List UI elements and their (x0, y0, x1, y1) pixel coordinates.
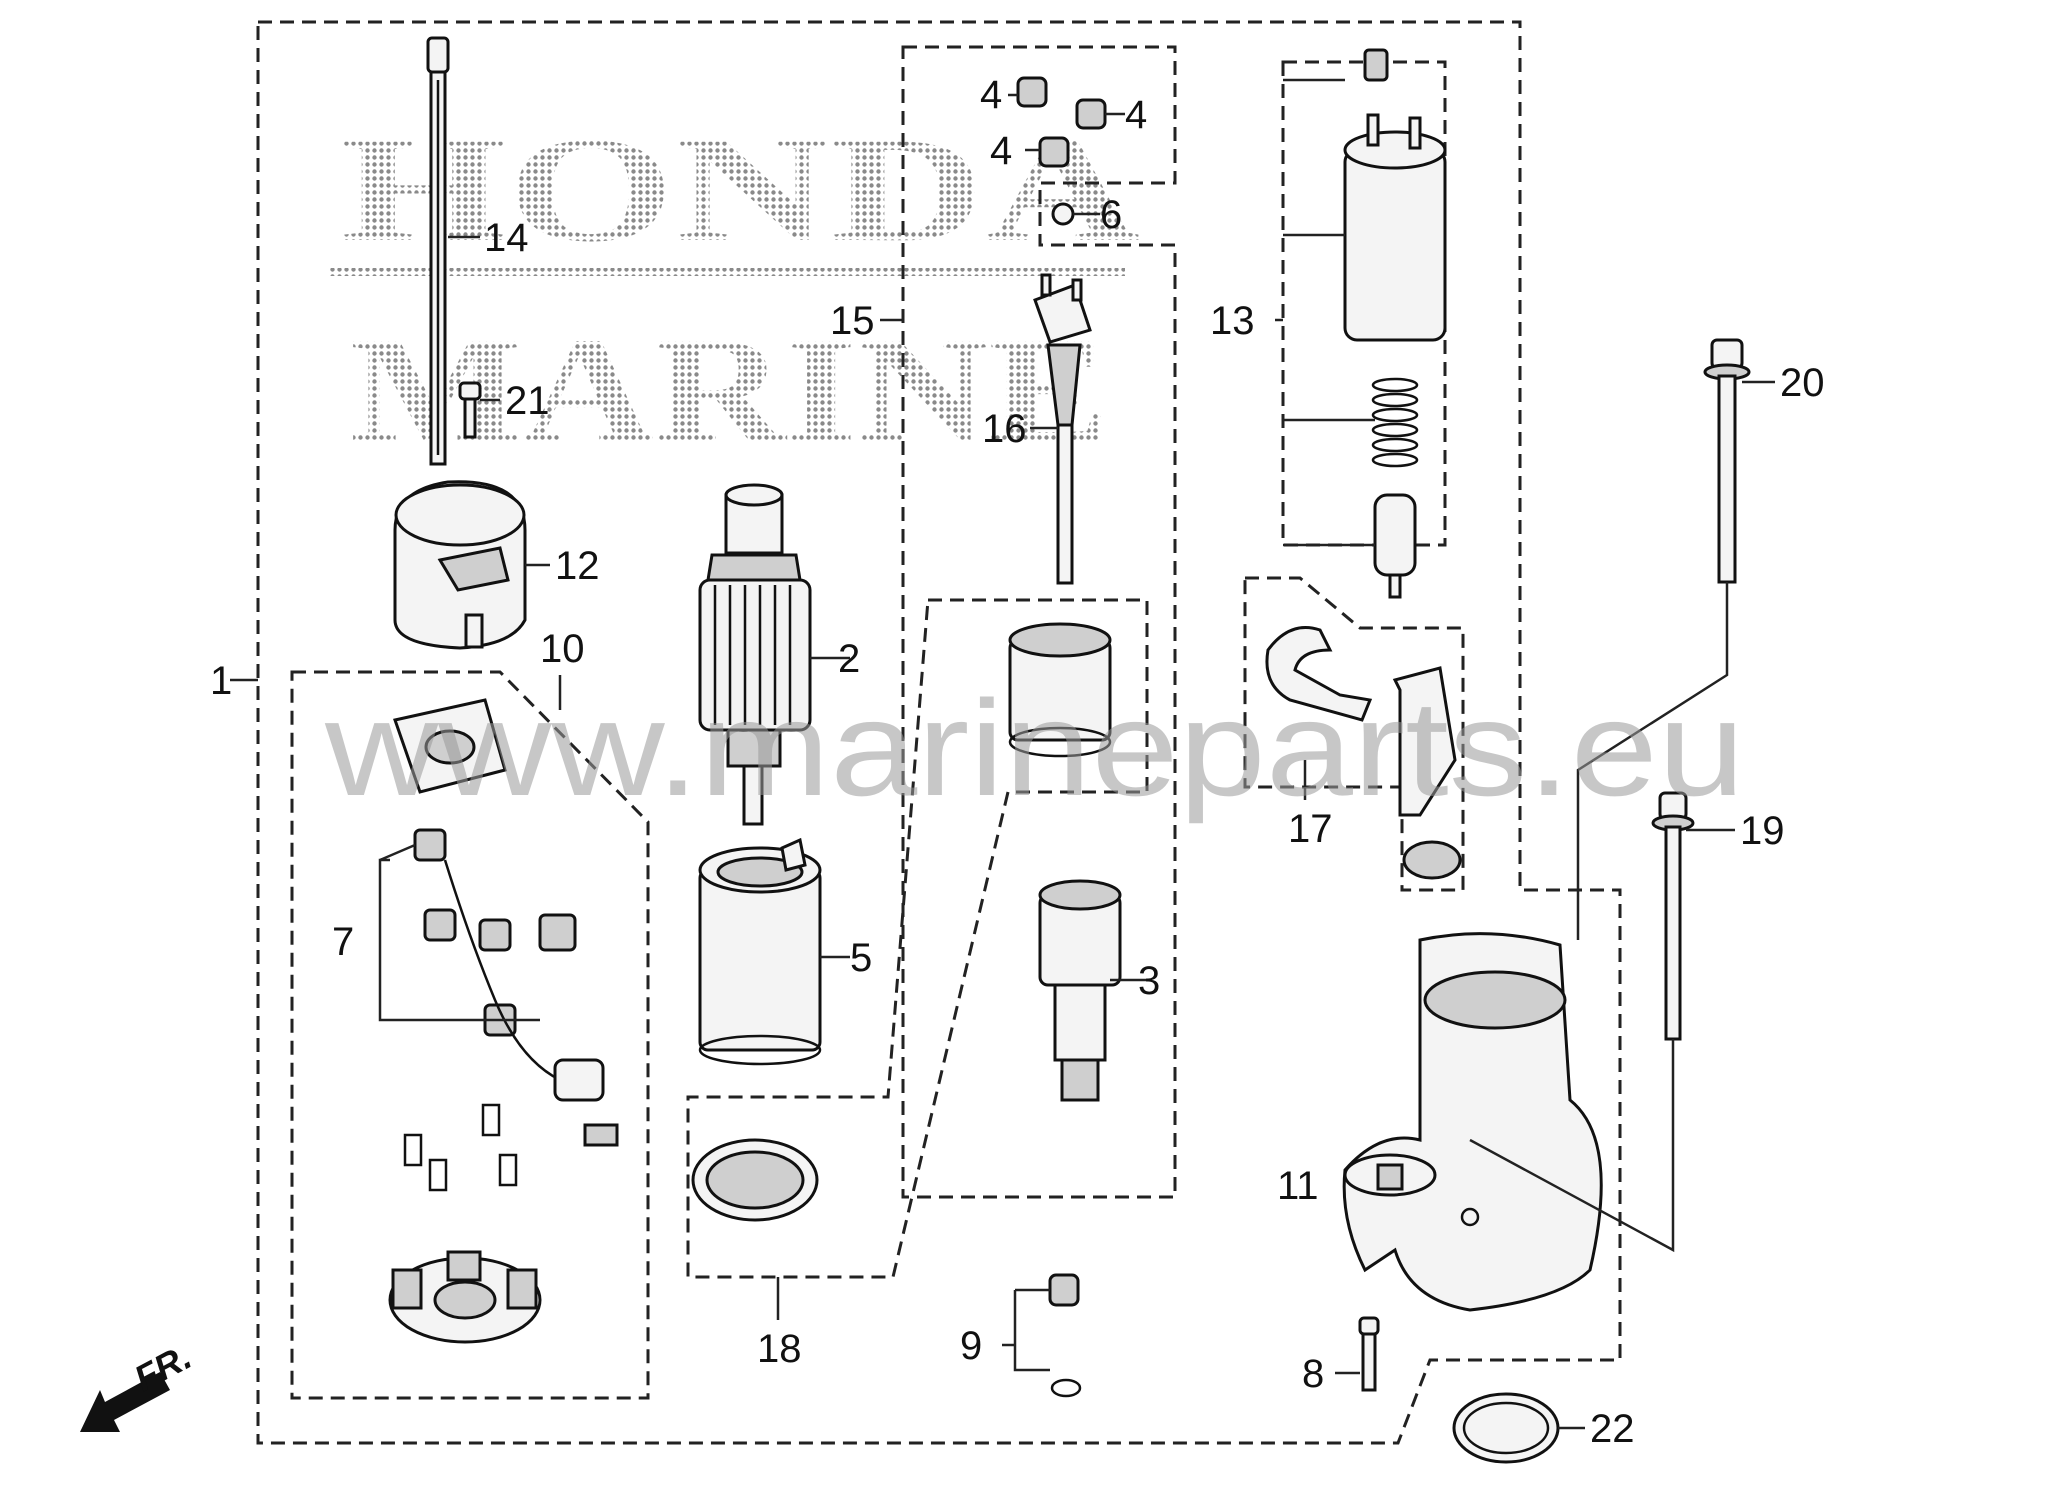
front-direction-arrow: FR. (80, 1336, 198, 1432)
part-12-rear-cover (393, 480, 527, 650)
part-19-bolt (1651, 791, 1695, 1041)
part-13-solenoid (1343, 48, 1447, 599)
callout-17: 17 (1288, 807, 1333, 851)
callout-2: 2 (838, 637, 860, 681)
callout-8: 8 (1302, 1352, 1324, 1396)
callout-4c: 4 (990, 129, 1012, 173)
callout-18: 18 (757, 1327, 802, 1371)
logo-line-honda: HONDA (340, 107, 1140, 273)
brush-holder-group-boundary (290, 670, 650, 1400)
callout-4a: 4 (980, 73, 1002, 117)
part-22-o-ring (1452, 1392, 1560, 1464)
callout-6: 6 (1100, 193, 1122, 237)
part-2-armature (698, 483, 812, 826)
callout-3: 3 (1138, 959, 1160, 1003)
main-assembly-boundary (256, 20, 1622, 1445)
callout-19: 19 (1740, 809, 1785, 853)
callout-9: 9 (960, 1324, 982, 1368)
callout-12: 12 (555, 544, 600, 588)
leader-lines (230, 78, 1775, 1430)
callout-16: 16 (982, 407, 1027, 451)
callout-7: 7 (332, 920, 354, 964)
brush-springs (403, 1103, 518, 1192)
website-watermark: www.marineparts.eu (324, 672, 1745, 824)
callout-11: 11 (1277, 1164, 1319, 1208)
part-18-internal-gear (1008, 622, 1112, 758)
assembly-boundaries (256, 20, 1622, 1445)
callout-15: 15 (830, 299, 875, 343)
part-6-washer (1051, 202, 1075, 226)
part-20-bolt (1703, 338, 1751, 584)
callout-5: 5 (850, 936, 872, 980)
part-3-pinion-clutch (1038, 879, 1122, 1102)
part-17-shift-fork (1265, 626, 1462, 880)
clutch-group-boundary (686, 598, 1149, 1279)
part-15-16-drive-shaft (1033, 273, 1092, 585)
callout-1: 1 (210, 659, 232, 703)
part-7-brush-set (413, 828, 619, 1147)
brush-holder (388, 1250, 542, 1344)
callout-numbers: 1 2 3 4 4 4 5 6 7 8 9 10 11 12 13 14 15 … (210, 73, 1825, 1451)
solenoid-group-boundary (1281, 60, 1447, 547)
callout-22: 22 (1590, 1407, 1635, 1451)
part-11-front-bracket (1342, 932, 1603, 1312)
callout-4b: 4 (1125, 93, 1147, 137)
callout-21: 21 (505, 379, 550, 423)
drive-gear-group-boundary (901, 45, 1177, 1199)
part-14-through-bolt (426, 36, 450, 466)
callout-10: 10 (540, 627, 585, 671)
part-10-plate (393, 698, 507, 794)
callout-14: 14 (484, 216, 529, 260)
part-5-yoke (698, 837, 822, 1066)
callout-13: 13 (1210, 299, 1255, 343)
part-8-bolt (1358, 1316, 1380, 1392)
front-arrow-icon (80, 1372, 170, 1432)
part-4-nuts (1016, 76, 1107, 168)
part-21-screw (458, 381, 482, 439)
callout-20: 20 (1780, 361, 1825, 405)
part-18-retaining-ring (691, 1138, 819, 1222)
part-9-nut-washer (1048, 1273, 1082, 1398)
